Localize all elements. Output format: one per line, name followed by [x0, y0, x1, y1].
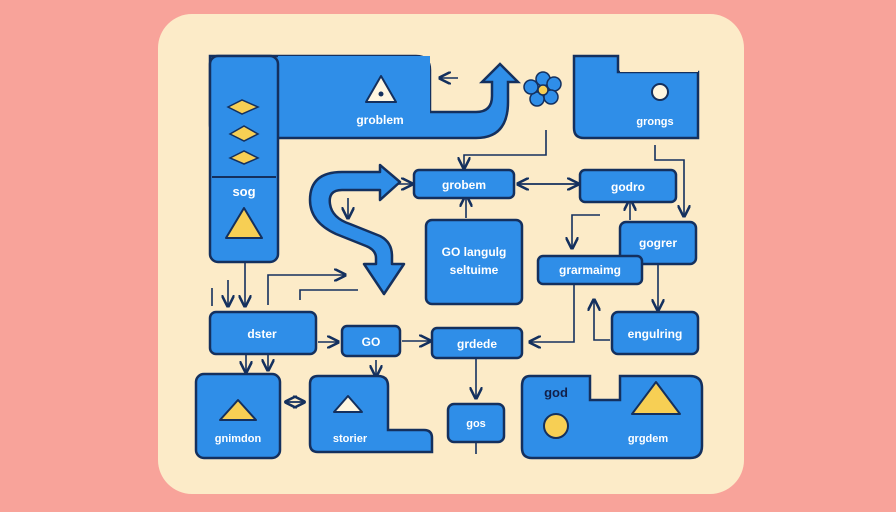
node-grobem[interactable] — [412, 168, 516, 200]
node-engulring-label: engulring — [628, 327, 683, 341]
node-godro[interactable] — [578, 168, 678, 204]
node-grongs-label: grongs — [636, 116, 673, 128]
node-storier-label: storier — [333, 433, 368, 445]
node-go-langulg-line1: GO langulg — [442, 245, 507, 259]
node-storier[interactable] — [308, 374, 434, 454]
node-grarmaimg[interactable] — [536, 254, 644, 286]
node-dster[interactable] — [208, 310, 318, 356]
node-go-langulg-line2: seltuime — [450, 263, 499, 277]
node-gogrer-label: gogrer — [639, 236, 677, 250]
diamond-icon — [226, 99, 260, 115]
node-grdede[interactable] — [430, 326, 524, 360]
node-go-small[interactable] — [340, 324, 402, 358]
node-god-label: god — [544, 385, 568, 400]
node-gogrer[interactable] — [618, 220, 698, 266]
node-sog-label: sog — [232, 184, 255, 199]
sun-icon — [543, 413, 569, 439]
node-groblem-inner — [278, 56, 430, 116]
node-engulring[interactable] — [610, 310, 700, 356]
node-grongs-notch — [620, 56, 698, 72]
node-gnimdon-label: gnimdon — [215, 433, 262, 445]
triangle-icon — [365, 75, 397, 103]
mushroom-icon — [333, 395, 363, 413]
triangle-icon-dot — [378, 91, 384, 97]
node-gos[interactable] — [446, 402, 506, 444]
node-gos-label: gos — [466, 418, 486, 430]
diamond-icon — [228, 150, 260, 165]
flower-icon — [523, 71, 562, 107]
node-groblem-label: groblem — [356, 113, 403, 127]
node-go-small-label: GO — [362, 335, 381, 349]
cheese-triangle-icon — [225, 207, 263, 239]
curved-arrow-shape — [308, 163, 406, 296]
sun-icon — [651, 83, 669, 101]
node-dster-label: dster — [247, 327, 277, 341]
diamond-icon — [228, 125, 260, 142]
node-grgdem-label: grgdem — [628, 433, 669, 445]
node-grdede-label: grdede — [457, 337, 497, 351]
cheese-triangle-icon — [219, 399, 257, 421]
node-godro-label: godro — [611, 180, 645, 194]
node-grarmaimg-label: grarmaimg — [559, 263, 621, 277]
node-go-langulg[interactable] — [424, 218, 524, 306]
node-grobem-label: grobem — [442, 178, 486, 192]
triangle-icon — [631, 381, 681, 415]
